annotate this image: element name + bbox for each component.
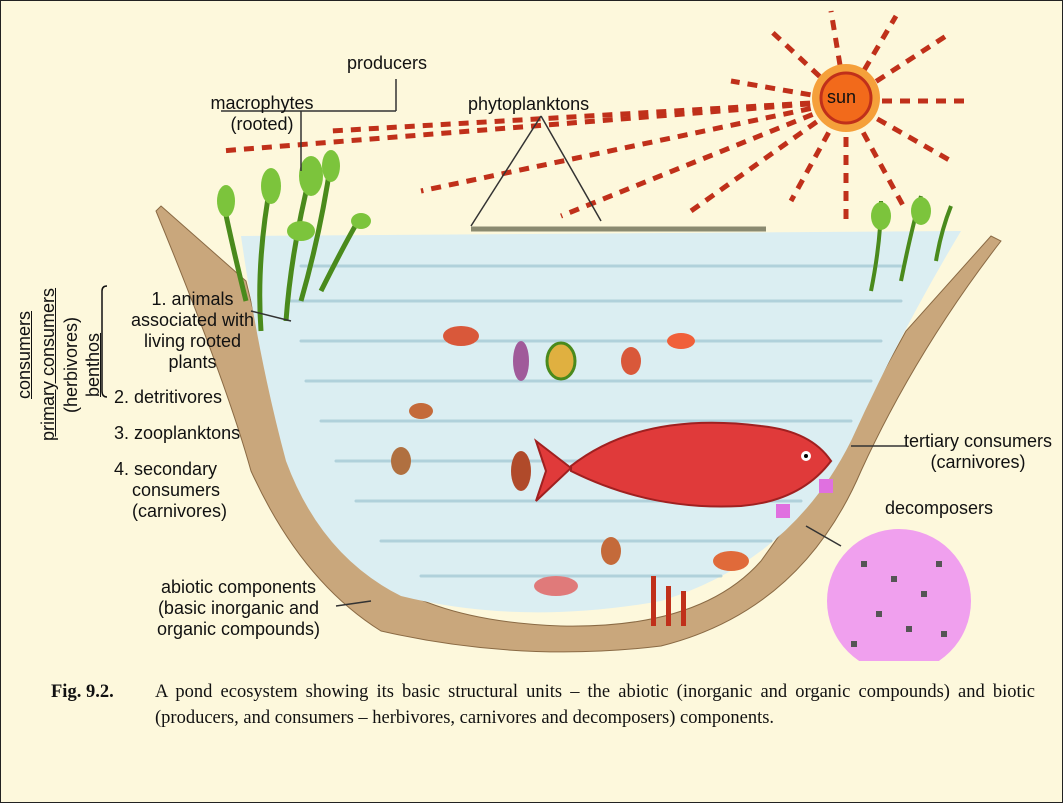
decomposers-circle <box>827 529 971 661</box>
label-detritivores: 2. detritivores <box>114 387 222 408</box>
label-item1-line2: associated with <box>105 310 280 331</box>
label-macrophytes: macrophytes (rooted) <box>197 93 327 135</box>
label-primary-consumers: primary consumers <box>38 288 59 441</box>
label-item1-line1: 1. animals <box>105 289 280 310</box>
label-abiotic-components: abiotic components (basic inorganic and … <box>131 577 346 640</box>
label-decomposers: decomposers <box>885 498 993 519</box>
label-secondary-consumers: 4. secondary consumers (carnivores) <box>114 459 227 522</box>
label-abiotic-line2: (basic inorganic and <box>131 598 346 619</box>
label-tertiary-consumers: tertiary consumers (carnivores) <box>894 431 1062 473</box>
label-macrophytes-line2: (rooted) <box>197 114 327 135</box>
label-sun: sun <box>827 87 856 108</box>
label-abiotic-line3: organic compounds) <box>131 619 346 640</box>
label-item1-line4: plants <box>105 352 280 373</box>
label-herbivores: (herbivores) <box>61 317 82 413</box>
label-item4-line3: (carnivores) <box>114 501 227 522</box>
label-producers: producers <box>347 53 427 74</box>
label-zooplanktons: 3. zooplanktons <box>114 423 240 444</box>
label-item4-line1: 4. secondary <box>114 459 227 480</box>
label-item4-line2: consumers <box>114 480 227 501</box>
label-item1-line3: living rooted <box>105 331 280 352</box>
label-tertiary-line1: tertiary consumers <box>894 431 1062 452</box>
label-benthos: benthos <box>83 333 104 397</box>
caption-number: Fig. 9.2. <box>51 679 114 705</box>
label-item1: 1. animals associated with living rooted… <box>105 289 280 373</box>
label-phytoplanktons: phytoplanktons <box>468 94 589 115</box>
label-macrophytes-line1: macrophytes <box>197 93 327 114</box>
macrophyte-leaves-left <box>217 150 371 241</box>
decomposer-link-1 <box>819 479 833 493</box>
caption-text: A pond ecosystem showing its basic struc… <box>155 679 1035 731</box>
label-consumers: consumers <box>14 311 35 399</box>
label-abiotic-line1: abiotic components <box>131 577 346 598</box>
label-tertiary-line2: (carnivores) <box>894 452 1062 473</box>
decomposer-link-2 <box>776 504 790 518</box>
